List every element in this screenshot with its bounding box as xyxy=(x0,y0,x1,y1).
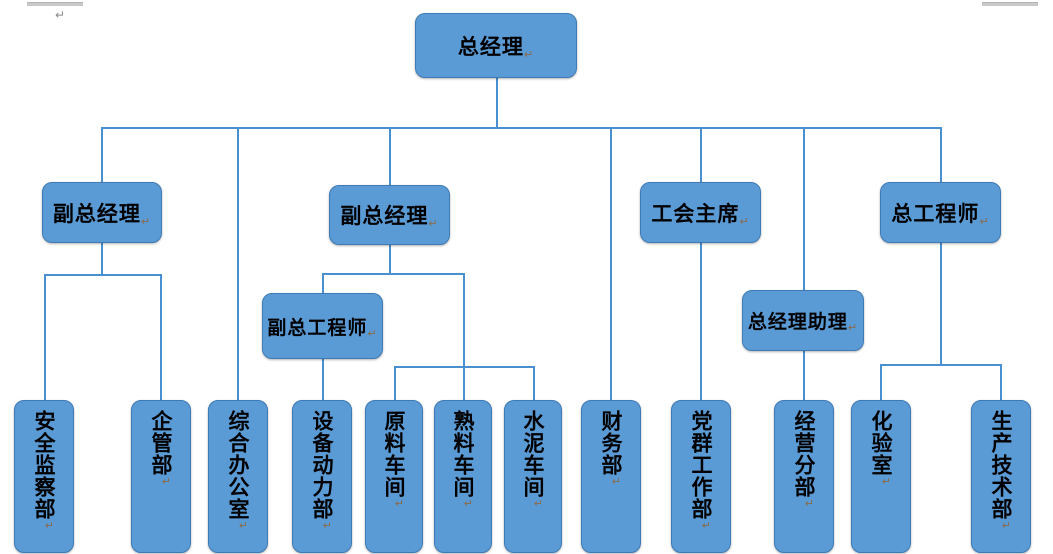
connector-dgm1-to-safety xyxy=(44,274,46,400)
connector-dgm2-to-workshop-bus xyxy=(463,273,465,367)
connector-drop-union-chair xyxy=(700,127,702,182)
connector-union-chair-to-party-work xyxy=(700,243,702,400)
node-general-manager-label: 总经理 xyxy=(457,34,524,59)
connector-dgm1-stem xyxy=(101,243,103,275)
node-party-work-dept-label: 党群工作部 xyxy=(689,410,714,520)
node-production-technology-dept[interactable]: 生产技术部 ↵ xyxy=(971,400,1031,553)
document-paragraph-mark: ↵ xyxy=(55,8,66,22)
connector-drop-dgm2 xyxy=(389,127,391,185)
node-production-technology-dept-mark: ↵ xyxy=(1001,519,1013,532)
connector-drop-finance xyxy=(610,127,612,400)
node-enterprise-management-dept[interactable]: 企管部 ↵ xyxy=(131,400,191,553)
connector-gm-assistant-to-business-div xyxy=(803,351,805,400)
node-gm-assistant[interactable]: 总经理助理 ↵ xyxy=(742,290,864,351)
node-general-office-mark: ↵ xyxy=(238,519,250,532)
node-chief-engineer-label: 总工程师 xyxy=(891,201,980,226)
node-deputy-general-manager-1-mark: ↵ xyxy=(140,214,152,228)
node-chief-engineer-mark: ↵ xyxy=(979,214,990,228)
node-enterprise-management-dept-mark: ↵ xyxy=(161,475,173,488)
connector-dgm1-to-ent-mgmt xyxy=(160,274,162,400)
node-general-office-label: 综合办公室 xyxy=(226,410,251,520)
node-safety-supervision-dept[interactable]: 安全监察部 ↵ xyxy=(14,400,74,553)
node-deputy-chief-engineer[interactable]: 副总工程师 ↵ xyxy=(262,293,383,359)
node-union-chairman[interactable]: 工会主席 ↵ xyxy=(640,182,761,243)
node-cement-workshop-mark: ↵ xyxy=(533,497,545,510)
node-cement-workshop[interactable]: 水泥车间 ↵ xyxy=(504,400,562,553)
node-finance-dept[interactable]: 财务部 ↵ xyxy=(581,400,641,553)
connector-to-cement xyxy=(533,366,535,400)
node-deputy-general-manager-1[interactable]: 副总经理 ↵ xyxy=(42,182,162,243)
node-general-office[interactable]: 综合办公室 ↵ xyxy=(208,400,268,553)
node-raw-material-workshop[interactable]: 原料车间 ↵ xyxy=(365,400,423,553)
node-deputy-chief-engineer-mark: ↵ xyxy=(367,326,378,340)
connector-level2-bus xyxy=(101,127,941,129)
connector-dgm2-stem xyxy=(389,245,391,274)
node-party-work-dept[interactable]: 党群工作部 ↵ xyxy=(671,400,731,553)
connector-to-prod-tech xyxy=(1000,364,1002,400)
connector-to-laboratory xyxy=(880,364,882,400)
node-deputy-general-manager-2-label: 副总经理 xyxy=(340,204,429,228)
connector-dgm2-to-dep-chief-eng xyxy=(322,273,324,293)
page-margin-mark-top-right xyxy=(982,2,1038,6)
node-clinker-workshop-label: 熟料车间 xyxy=(451,410,476,498)
connector-chief-eng-stem xyxy=(940,243,942,365)
node-business-division[interactable]: 经营分部 ↵ xyxy=(774,400,834,553)
node-clinker-workshop-mark: ↵ xyxy=(463,497,475,510)
node-business-division-label: 经营分部 xyxy=(792,410,817,498)
node-raw-material-workshop-label: 原料车间 xyxy=(382,410,407,498)
node-enterprise-management-dept-label: 企管部 xyxy=(149,410,174,476)
connector-to-clinker xyxy=(463,366,465,400)
page-margin-mark-top-left xyxy=(27,2,83,6)
node-gm-assistant-label: 总经理助理 xyxy=(747,312,848,333)
connector-dgm2-bus xyxy=(322,273,464,275)
connector-drop-dgm1 xyxy=(101,127,103,182)
connector-to-raw-material xyxy=(394,366,396,400)
connector-dep-chief-eng-to-equip-power xyxy=(322,359,324,400)
connector-dgm1-bus xyxy=(44,274,162,276)
node-union-chairman-mark: ↵ xyxy=(739,214,750,228)
connector-drop-chief-eng xyxy=(940,127,942,182)
node-raw-material-workshop-mark: ↵ xyxy=(394,497,406,510)
node-finance-dept-mark: ↵ xyxy=(611,475,623,488)
node-finance-dept-label: 财务部 xyxy=(599,410,624,476)
node-laboratory-label: 化验室 xyxy=(869,410,894,476)
node-laboratory-mark: ↵ xyxy=(881,475,893,488)
node-safety-supervision-dept-label: 安全监察部 xyxy=(32,410,57,520)
node-chief-engineer[interactable]: 总工程师 ↵ xyxy=(880,182,1001,243)
connector-chief-eng-bus xyxy=(880,364,1002,366)
node-general-manager[interactable]: 总经理 ↵ xyxy=(415,13,577,78)
node-production-technology-dept-label: 生产技术部 xyxy=(989,410,1014,520)
node-equipment-power-dept[interactable]: 设备动力部 ↵ xyxy=(292,400,352,553)
node-deputy-general-manager-2-mark: ↵ xyxy=(428,217,439,230)
node-business-division-mark: ↵ xyxy=(804,497,816,510)
node-gm-assistant-mark: ↵ xyxy=(847,321,859,334)
node-general-manager-mark: ↵ xyxy=(523,47,535,61)
node-clinker-workshop[interactable]: 熟料车间 ↵ xyxy=(434,400,492,553)
node-laboratory[interactable]: 化验室 ↵ xyxy=(851,400,911,553)
node-safety-supervision-dept-mark: ↵ xyxy=(44,519,56,532)
connector-drop-general-office xyxy=(237,127,239,400)
node-equipment-power-dept-label: 设备动力部 xyxy=(310,410,335,520)
connector-drop-gm-assistant xyxy=(803,127,805,290)
node-deputy-general-manager-2[interactable]: 副总经理 ↵ xyxy=(329,185,450,245)
node-equipment-power-dept-mark: ↵ xyxy=(322,519,334,532)
node-cement-workshop-label: 水泥车间 xyxy=(521,410,546,498)
node-union-chairman-label: 工会主席 xyxy=(651,201,740,226)
node-deputy-general-manager-1-label: 副总经理 xyxy=(52,201,141,226)
connector-gm-stem xyxy=(496,78,498,128)
node-party-work-dept-mark: ↵ xyxy=(701,519,713,532)
node-deputy-chief-engineer-label: 副总工程师 xyxy=(267,317,368,339)
